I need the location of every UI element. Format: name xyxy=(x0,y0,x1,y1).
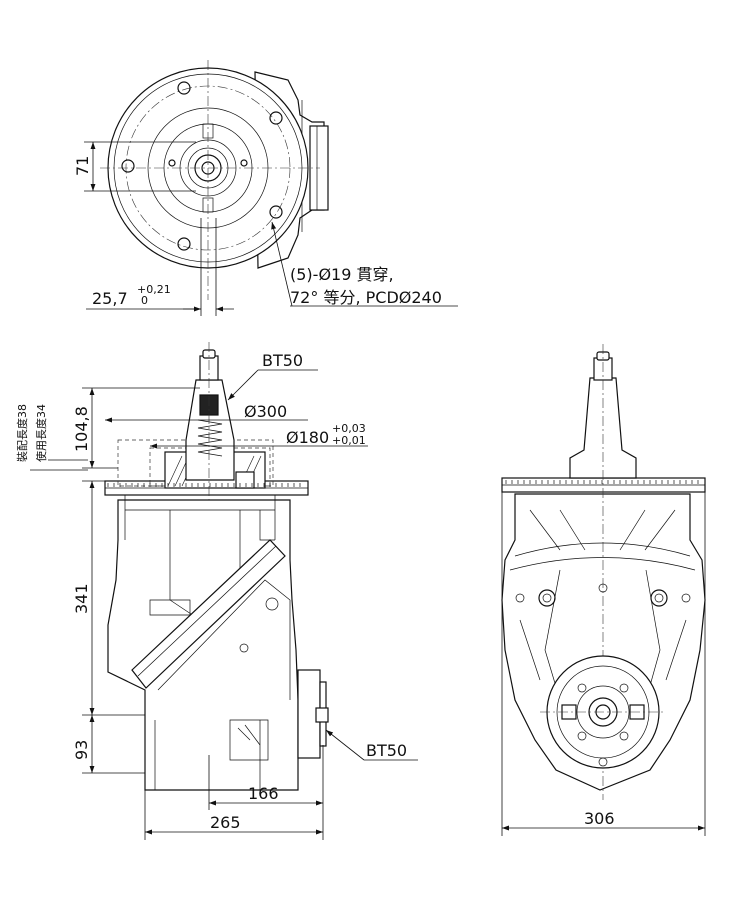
dim-341: 341 xyxy=(72,583,91,614)
d180-tol-upper: +0,03 xyxy=(332,422,366,435)
bt50-top-label: BT50 xyxy=(262,351,303,370)
use-length-label: 使用長度34 xyxy=(34,404,48,462)
spring xyxy=(197,419,223,457)
tol-upper: +0,21 xyxy=(137,283,171,296)
bolt-hole xyxy=(269,111,283,125)
dim-71: 71 xyxy=(73,156,92,176)
dim-306: 306 xyxy=(584,809,615,828)
dim-104-8: 104,8 xyxy=(72,406,91,452)
bolt-hole xyxy=(177,81,191,95)
tol-lower: 0 xyxy=(141,294,148,307)
front-view: 306 xyxy=(501,344,706,836)
top-view: 71 25,7 +0,21 0 (5)-Ø19 貫穿, 72° 等分, PCDØ… xyxy=(73,60,458,316)
bt50-bottom-label: BT50 xyxy=(366,741,407,760)
dim-25-7: 25,7 xyxy=(92,289,128,308)
bolt-hole xyxy=(177,237,191,251)
side-view-angle-plate xyxy=(131,539,286,689)
hole-note-line2: 72° 等分, PCDØ240 xyxy=(290,288,442,307)
bolt-hole xyxy=(269,205,283,219)
front-bt50-shank xyxy=(569,377,637,479)
d300-label: Ø300 xyxy=(244,402,287,421)
dim-265: 265 xyxy=(210,813,241,832)
d180-tol-lower: +0,01 xyxy=(332,434,366,447)
d180-label: Ø180 xyxy=(286,428,329,447)
assembly-length-label: 裝配長度38 xyxy=(15,404,29,462)
side-view: 104,8 341 93 裝配長度38 使用長度34 BT50 Ø300 Ø18… xyxy=(15,342,418,840)
dim-166: 166 xyxy=(248,784,279,803)
dim-93: 93 xyxy=(72,740,91,760)
hole-note-line1: (5)-Ø19 貫穿, xyxy=(290,265,394,284)
bolt-hole xyxy=(121,159,135,173)
